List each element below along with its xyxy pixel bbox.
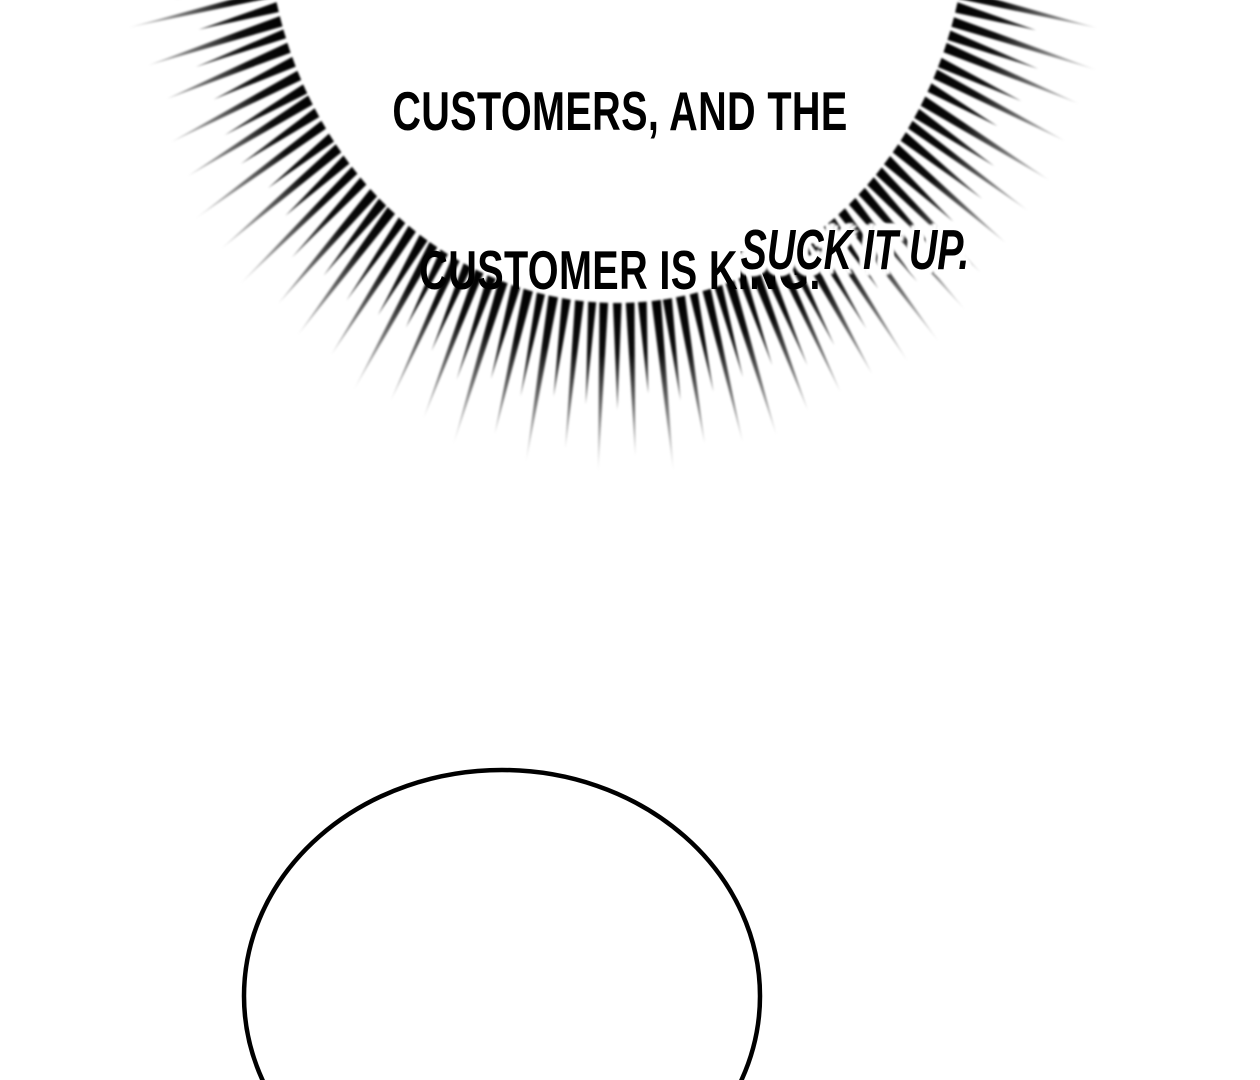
burst-spike	[738, 275, 773, 366]
burst-spike	[297, 207, 395, 335]
burst-spike	[198, 2, 279, 30]
burst-spike	[268, 133, 334, 189]
oval-speech-bubble	[241, 767, 763, 1080]
burst-spike	[920, 96, 1050, 181]
burst-bubble-text: CUSTOMERS, AND THE CUSTOMER IS KING.	[368, 0, 872, 403]
burst-spike	[938, 57, 1022, 102]
burst-spike	[453, 280, 508, 446]
burst-spike	[423, 269, 484, 419]
burst-spike	[796, 241, 873, 375]
burst-spike	[858, 187, 965, 310]
burst-spike	[285, 155, 350, 216]
burst-spike	[725, 280, 777, 436]
burst-spike	[761, 263, 808, 366]
burst-spike	[194, 120, 326, 220]
burst-spike	[323, 198, 387, 276]
burst-spike	[213, 56, 296, 100]
floating-shout-text: SUCK IT UP.	[740, 218, 970, 282]
burst-spike	[676, 295, 705, 444]
burst-spike	[127, 0, 261, 28]
burst-spike	[166, 42, 291, 99]
burst-spike	[838, 208, 939, 342]
burst-spike	[875, 167, 981, 273]
burst-bubble-spikes	[127, 0, 1098, 473]
burst-spike	[867, 177, 943, 259]
burst-spike	[187, 95, 313, 177]
burst-spike	[221, 144, 342, 249]
burst-spike	[638, 301, 649, 394]
burst-spike	[291, 177, 367, 258]
burst-spike	[224, 84, 308, 136]
burst-spike	[171, 70, 302, 143]
burst-spike	[431, 263, 472, 351]
burst-spike	[331, 225, 416, 355]
burst-spike	[908, 120, 1028, 211]
burst-spike	[914, 108, 995, 167]
burst-spike	[598, 302, 609, 473]
burst-spike	[750, 269, 808, 411]
burst-spike	[278, 189, 378, 304]
burst-spike	[195, 29, 286, 67]
burst-spike	[892, 144, 1006, 243]
burst-spike	[456, 275, 496, 380]
burst-spike	[490, 284, 521, 380]
burst-spike	[148, 16, 283, 66]
burst-spike	[808, 234, 867, 329]
burst-spike	[943, 42, 1079, 104]
burst-spike	[651, 299, 674, 473]
burst-spike	[390, 256, 460, 401]
burst-spike	[818, 225, 908, 362]
burst-spike	[353, 242, 438, 391]
oval-text-line-1: WELL,	[354, 1071, 622, 1080]
burst-spike	[714, 284, 743, 378]
burst-spike	[377, 234, 428, 316]
burst-spike	[900, 132, 983, 199]
burst-spike	[933, 69, 1066, 142]
burst-spike	[662, 298, 681, 401]
burst-text-line-1: CUSTOMERS, AND THE	[392, 80, 848, 142]
burst-spike	[520, 292, 545, 397]
burst-spike	[585, 301, 597, 405]
burst-spike	[625, 302, 636, 456]
burst-spike	[884, 156, 954, 222]
burst-spike	[784, 250, 835, 346]
burst-spike	[613, 303, 622, 410]
burst-spike	[405, 249, 448, 328]
burst-spike	[955, 2, 1037, 31]
burst-spike	[239, 166, 358, 285]
burst-spike	[494, 288, 533, 434]
burst-spike	[240, 108, 320, 164]
oval-bubble-text: WELL, ANYWAY...	[354, 951, 622, 1080]
burst-spike	[346, 217, 406, 301]
burst-spike	[565, 300, 584, 449]
burst-spike	[526, 295, 558, 463]
burst-spike	[828, 218, 879, 289]
burst-spike	[702, 288, 743, 442]
burst-spike	[775, 256, 841, 393]
burst-spike	[927, 83, 998, 127]
burst-text-line-2: CUSTOMER IS KING.	[419, 239, 821, 301]
burst-spike	[689, 292, 714, 392]
burst-spike	[947, 30, 1039, 69]
burst-spike	[553, 298, 571, 397]
burst-spike	[951, 17, 1097, 71]
burst-spike	[848, 197, 918, 282]
